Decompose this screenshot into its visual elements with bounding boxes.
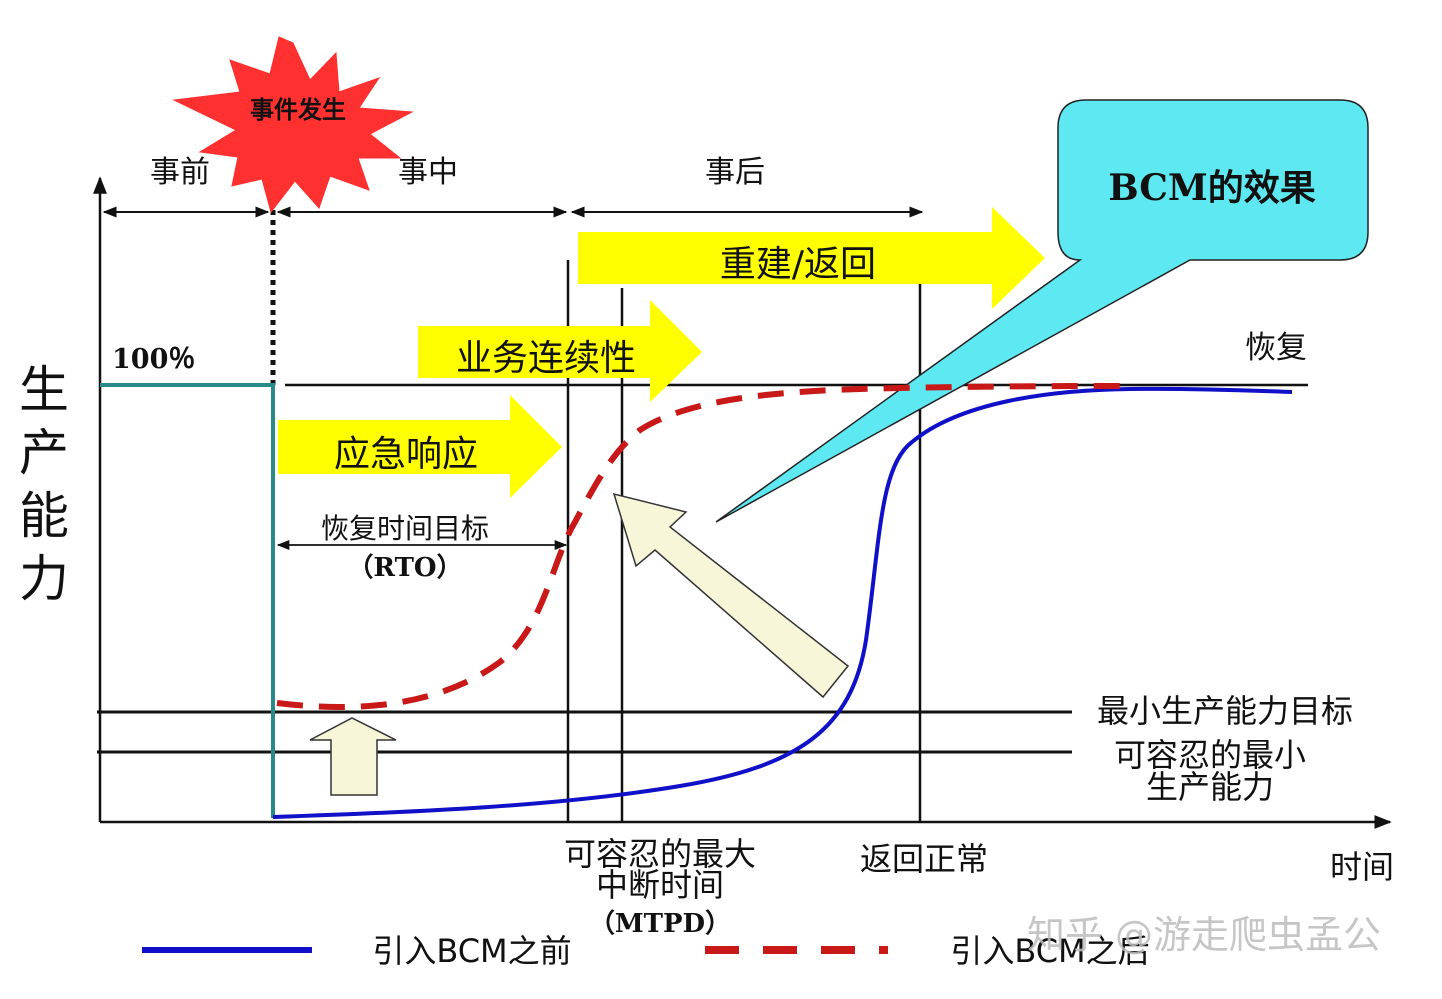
phase-before-label: 事前 (150, 155, 210, 190)
pre-event-capacity-line (100, 383, 275, 818)
continuity-arrow (418, 300, 702, 402)
legend-after-label: 引入BCM之后 (950, 932, 1149, 970)
y-axis-label: 生 产 能 力 (19, 361, 69, 608)
svg-text:能: 能 (19, 487, 69, 545)
event-burst-shape (172, 36, 414, 214)
up-arrow (309, 717, 397, 796)
diagonal-arrow (612, 492, 850, 699)
rto-abbr: （RTO） (347, 553, 462, 583)
phase-during-label: 事中 (398, 155, 458, 190)
burst-label: 事件发生 (250, 96, 346, 124)
before-bcm-curve (272, 386, 1293, 819)
bcm-callout-bubble (715, 99, 1369, 523)
rebuild-arrow-label: 重建/返回 (720, 244, 876, 285)
recovery-label: 恢复 (1245, 330, 1307, 366)
x-axis-label: 时间 (1330, 848, 1394, 886)
return-normal-label: 返回正常 (860, 840, 988, 878)
svg-text:力: 力 (19, 550, 69, 608)
svg-text:生: 生 (19, 361, 69, 419)
rebuild-arrow (578, 207, 1045, 309)
tolerable-min-label-line2: 生产能力 (1146, 768, 1274, 806)
legend-before-label: 引入BCM之前 (372, 932, 571, 970)
min-target-label: 最小生产能力目标 (1097, 692, 1353, 730)
bcm-callout-text: BCM的效果 (1108, 167, 1316, 209)
mtpd-abbr: （MTPD） (589, 909, 731, 939)
svg-text:产: 产 (19, 424, 69, 482)
watermark: 知乎 @游走爬虫孟公 (1027, 913, 1381, 957)
percent-label: 100％ (112, 344, 195, 375)
phase-after-label: 事后 (705, 155, 765, 190)
mtpd-label-line1: 可容忍的最大 (564, 835, 756, 873)
rto-label: 恢复时间目标 (321, 512, 489, 545)
emergency-arrow-label: 应急响应 (334, 434, 478, 475)
continuity-arrow-label: 业务连续性 (456, 338, 636, 379)
mtpd-label-line2: 中断时间 (596, 866, 724, 904)
emergency-arrow (278, 395, 562, 498)
after-bcm-curve (276, 383, 1136, 710)
tolerable-min-label-line1: 可容忍的最小 (1114, 736, 1306, 774)
